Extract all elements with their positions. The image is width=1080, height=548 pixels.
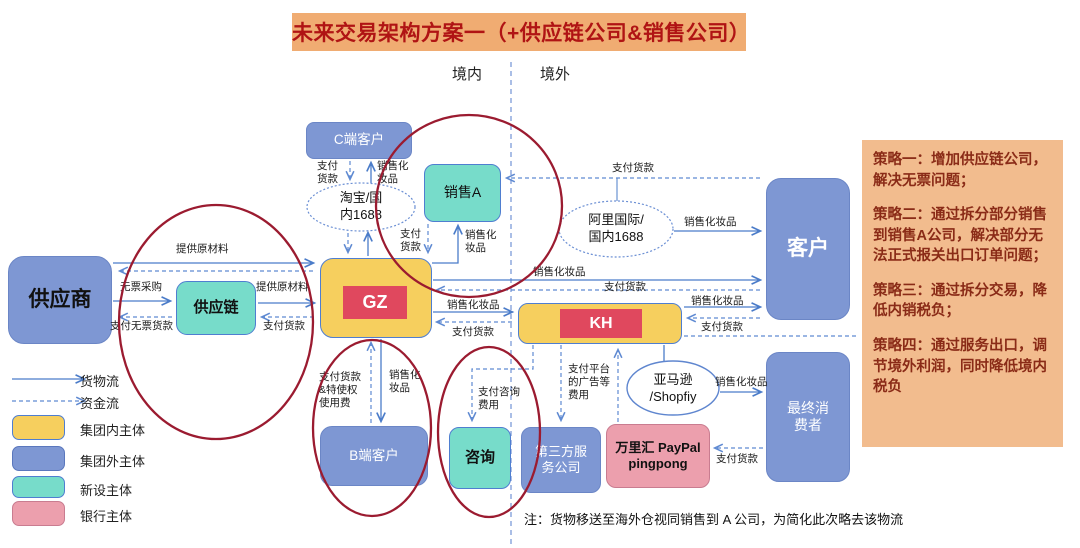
edge-label-gz-customer-goods: 销售化妆品 [533, 266, 586, 278]
strategy-2: 策略二：通过拆分部分销售到销售A公司，解决部分无法正式报关出口订单问题； [873, 207, 1047, 265]
legend-external-label: 集团外主体 [80, 454, 146, 469]
edge-label-consumer-wanlihui-pay: 支付货款 [716, 453, 758, 465]
edge-label-supplier-sc-goods: 无票采购 [120, 281, 162, 293]
edge-label-customer-kh-pay: 支付货款 [701, 321, 743, 333]
strategy-1: 策略一：增加供应链公司，解决无票问题； [873, 152, 1047, 189]
legend-swatch-new [12, 476, 65, 498]
edge-label-customer-salesa-pay: 支付货款 [612, 162, 654, 174]
footnote: 注：货物移送至海外仓视同销售到 A 公司，为简化此次略去该物流 [524, 512, 904, 527]
edge-label-kh-consult-fee: 支付咨询 费用 [478, 386, 520, 411]
node-b-customer: B端客户 [320, 426, 428, 486]
edge-label-gz-kh-goods: 销售化妆品 [447, 299, 500, 311]
node-final-consumer: 最终消 费者 [766, 352, 850, 482]
legend-swatch-bank [12, 501, 65, 526]
node-kh: KH [560, 309, 642, 338]
edge-label-taobao-c-goods: 销售化 妆品 [377, 160, 409, 185]
edge-label-kh-platform-fee: 支付平台 的广告等 费用 [568, 363, 610, 401]
strategy-4: 策略四：通过服务出口，调节境外利润，同时降低境内税负 [873, 338, 1047, 396]
legend-goods-flow-label: 货物流 [80, 374, 120, 389]
edge-label-sc-gz-goods: 提供原材料 [256, 281, 309, 293]
region-label-overseas: 境外 [540, 66, 571, 83]
legend-swatch-external [12, 446, 65, 471]
edge-label-c-taobao-pay: 支付 货款 [317, 160, 338, 185]
legend-new-label: 新设主体 [80, 483, 133, 498]
edge-label-kh-customer-goods: 销售化妆品 [691, 295, 744, 307]
edge-label-b-gz-pay: 支付货款 &特使权 使用费 [319, 371, 361, 409]
node-c-customer: C端客户 [306, 122, 412, 159]
node-amazon-label: 亚马逊 /Shopfiy [649, 372, 697, 404]
node-gz: GZ [343, 286, 407, 319]
edge-label-supplier-gz-goods: 提供原材料 [176, 243, 229, 255]
node-supplier: 供应商 [8, 256, 112, 344]
region-label-domestic: 境内 [452, 66, 483, 83]
page-title: 未来交易架构方案一（+供应链公司&销售公司） [292, 13, 750, 51]
edge-label-customer-gz-pay: 支付货款 [604, 281, 646, 293]
legend-money-flow-label: 资金流 [80, 396, 120, 411]
legend-bank-label: 银行主体 [80, 509, 133, 524]
legend-swatch-internal [12, 415, 65, 440]
node-third-party: 第三方服 务公司 [521, 427, 601, 493]
node-ali-label: 阿里国际/ 国内1688 [588, 212, 644, 244]
node-wanlihui: 万里汇 PayPal pingpong [606, 424, 710, 488]
node-supply-chain: 供应链 [176, 281, 256, 335]
edge-label-amazon-consumer-goods: 销售化妆品 [715, 376, 768, 388]
legend-internal-label: 集团内主体 [80, 423, 146, 438]
edge-label-gz-b-goods: 销售化 妆品 [389, 369, 421, 394]
node-taobao-label: 淘宝/国 内1688 [339, 190, 383, 222]
edge-label-ali-customer-goods: 销售化妆品 [684, 216, 737, 228]
strategy-3: 策略三：通过拆分交易，降低内销税负； [873, 282, 1047, 320]
node-consulting: 咨询 [449, 427, 511, 489]
edge-label-sc-supplier-pay: 支付无票货款 [110, 320, 173, 332]
edge-label-salesa-gz-pay: 支付 货款 [400, 228, 421, 253]
node-sales-a: 销售A [424, 164, 501, 222]
edge-label-kh-gz-pay: 支付货款 [452, 326, 494, 338]
strategy-panel: 策略一：增加供应链公司，解决无票问题； 策略二：通过拆分部分销售到销售A公司，解… [862, 140, 1063, 447]
node-customer: 客户 [766, 178, 850, 320]
edge-label-gz-sc-pay: 支付货款 [263, 320, 305, 332]
edge-label-gz-salesa-goods: 销售化 妆品 [465, 229, 497, 254]
amazon-platform-ellipse [626, 360, 720, 416]
